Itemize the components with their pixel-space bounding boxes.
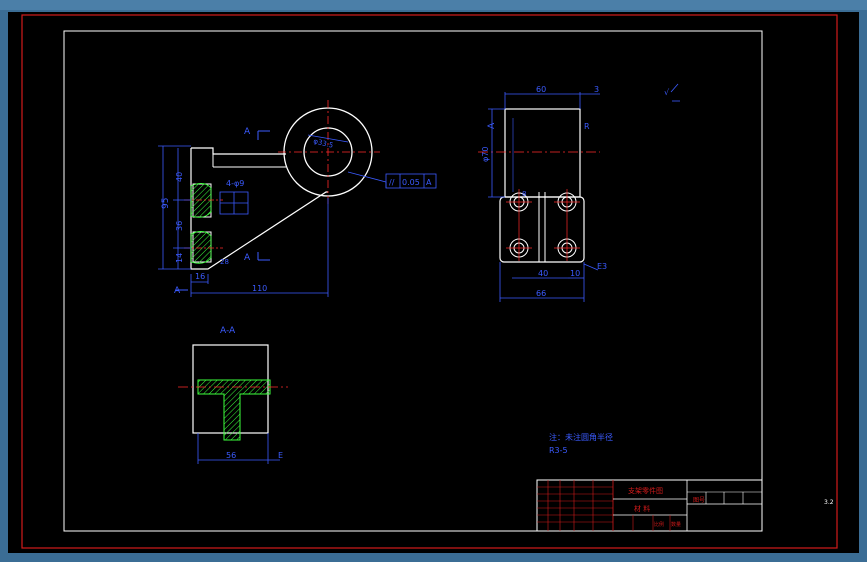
section-mark-bottom: A — [244, 253, 251, 263]
dim-right-offset-top: 3 — [594, 85, 599, 94]
dim-width-base: 16 — [195, 272, 205, 281]
code-label: 图号 — [693, 497, 705, 504]
inner-frame — [63, 30, 763, 532]
tolerance-datum: A — [426, 178, 432, 187]
dim-height-lower: 14 — [175, 253, 184, 263]
section-mark-top: A — [244, 127, 251, 137]
material-label: 材 料 — [634, 504, 650, 513]
side-view — [478, 92, 600, 302]
section-ref-left: A — [487, 122, 497, 129]
cad-drawing: 95 40 36 14 110 16 4-φ9 28 φ33.5 A A A /… — [21, 14, 838, 549]
dim-right-fillet: R — [584, 122, 590, 131]
tolerance-value: 0.05 — [402, 178, 420, 187]
dim-right-width-top: 60 — [536, 85, 546, 94]
bracket-outline — [190, 148, 328, 270]
dim-height-overall: 95 — [161, 198, 171, 209]
section-title: A-A — [220, 326, 236, 336]
section-aa — [178, 344, 288, 464]
dim-hole-small: 28 — [220, 258, 229, 266]
dim-right-roughness: E3 — [597, 262, 607, 271]
surface-symbol: √ — [664, 88, 670, 97]
datum-letter: A — [174, 286, 181, 296]
note-line-2: R3-5 — [549, 446, 568, 455]
dim-right-small: 8 — [522, 190, 526, 198]
dim-width-bottom: 110 — [252, 284, 267, 293]
note-line-1: 注：未注圆角半径 — [549, 432, 613, 442]
front-view — [158, 100, 437, 297]
scale-label: 比例 — [654, 521, 664, 528]
roughness-mark: 3.2 — [824, 499, 834, 506]
dim-section-edge: E — [278, 451, 283, 460]
drawing-canvas[interactable]: 95 40 36 14 110 16 4-φ9 28 φ33.5 A A A /… — [8, 12, 859, 553]
part-name: 支架零件图 — [628, 486, 663, 495]
dim-right-height: φ70 — [481, 147, 490, 162]
dim-hole-note: 4-φ9 — [226, 179, 244, 188]
dim-height-upper: 40 — [175, 172, 184, 182]
outer-frame — [21, 14, 838, 549]
tolerance-symbol: // — [389, 178, 395, 187]
title-block — [536, 479, 763, 532]
dim-right-total-width: 66 — [536, 289, 546, 298]
qty-label: 数量 — [671, 521, 681, 528]
dim-height-mid: 36 — [175, 221, 184, 231]
dim-section-width: 56 — [226, 451, 236, 460]
dim-right-edge: 10 — [570, 269, 580, 278]
dim-right-inner-width: 40 — [538, 269, 548, 278]
